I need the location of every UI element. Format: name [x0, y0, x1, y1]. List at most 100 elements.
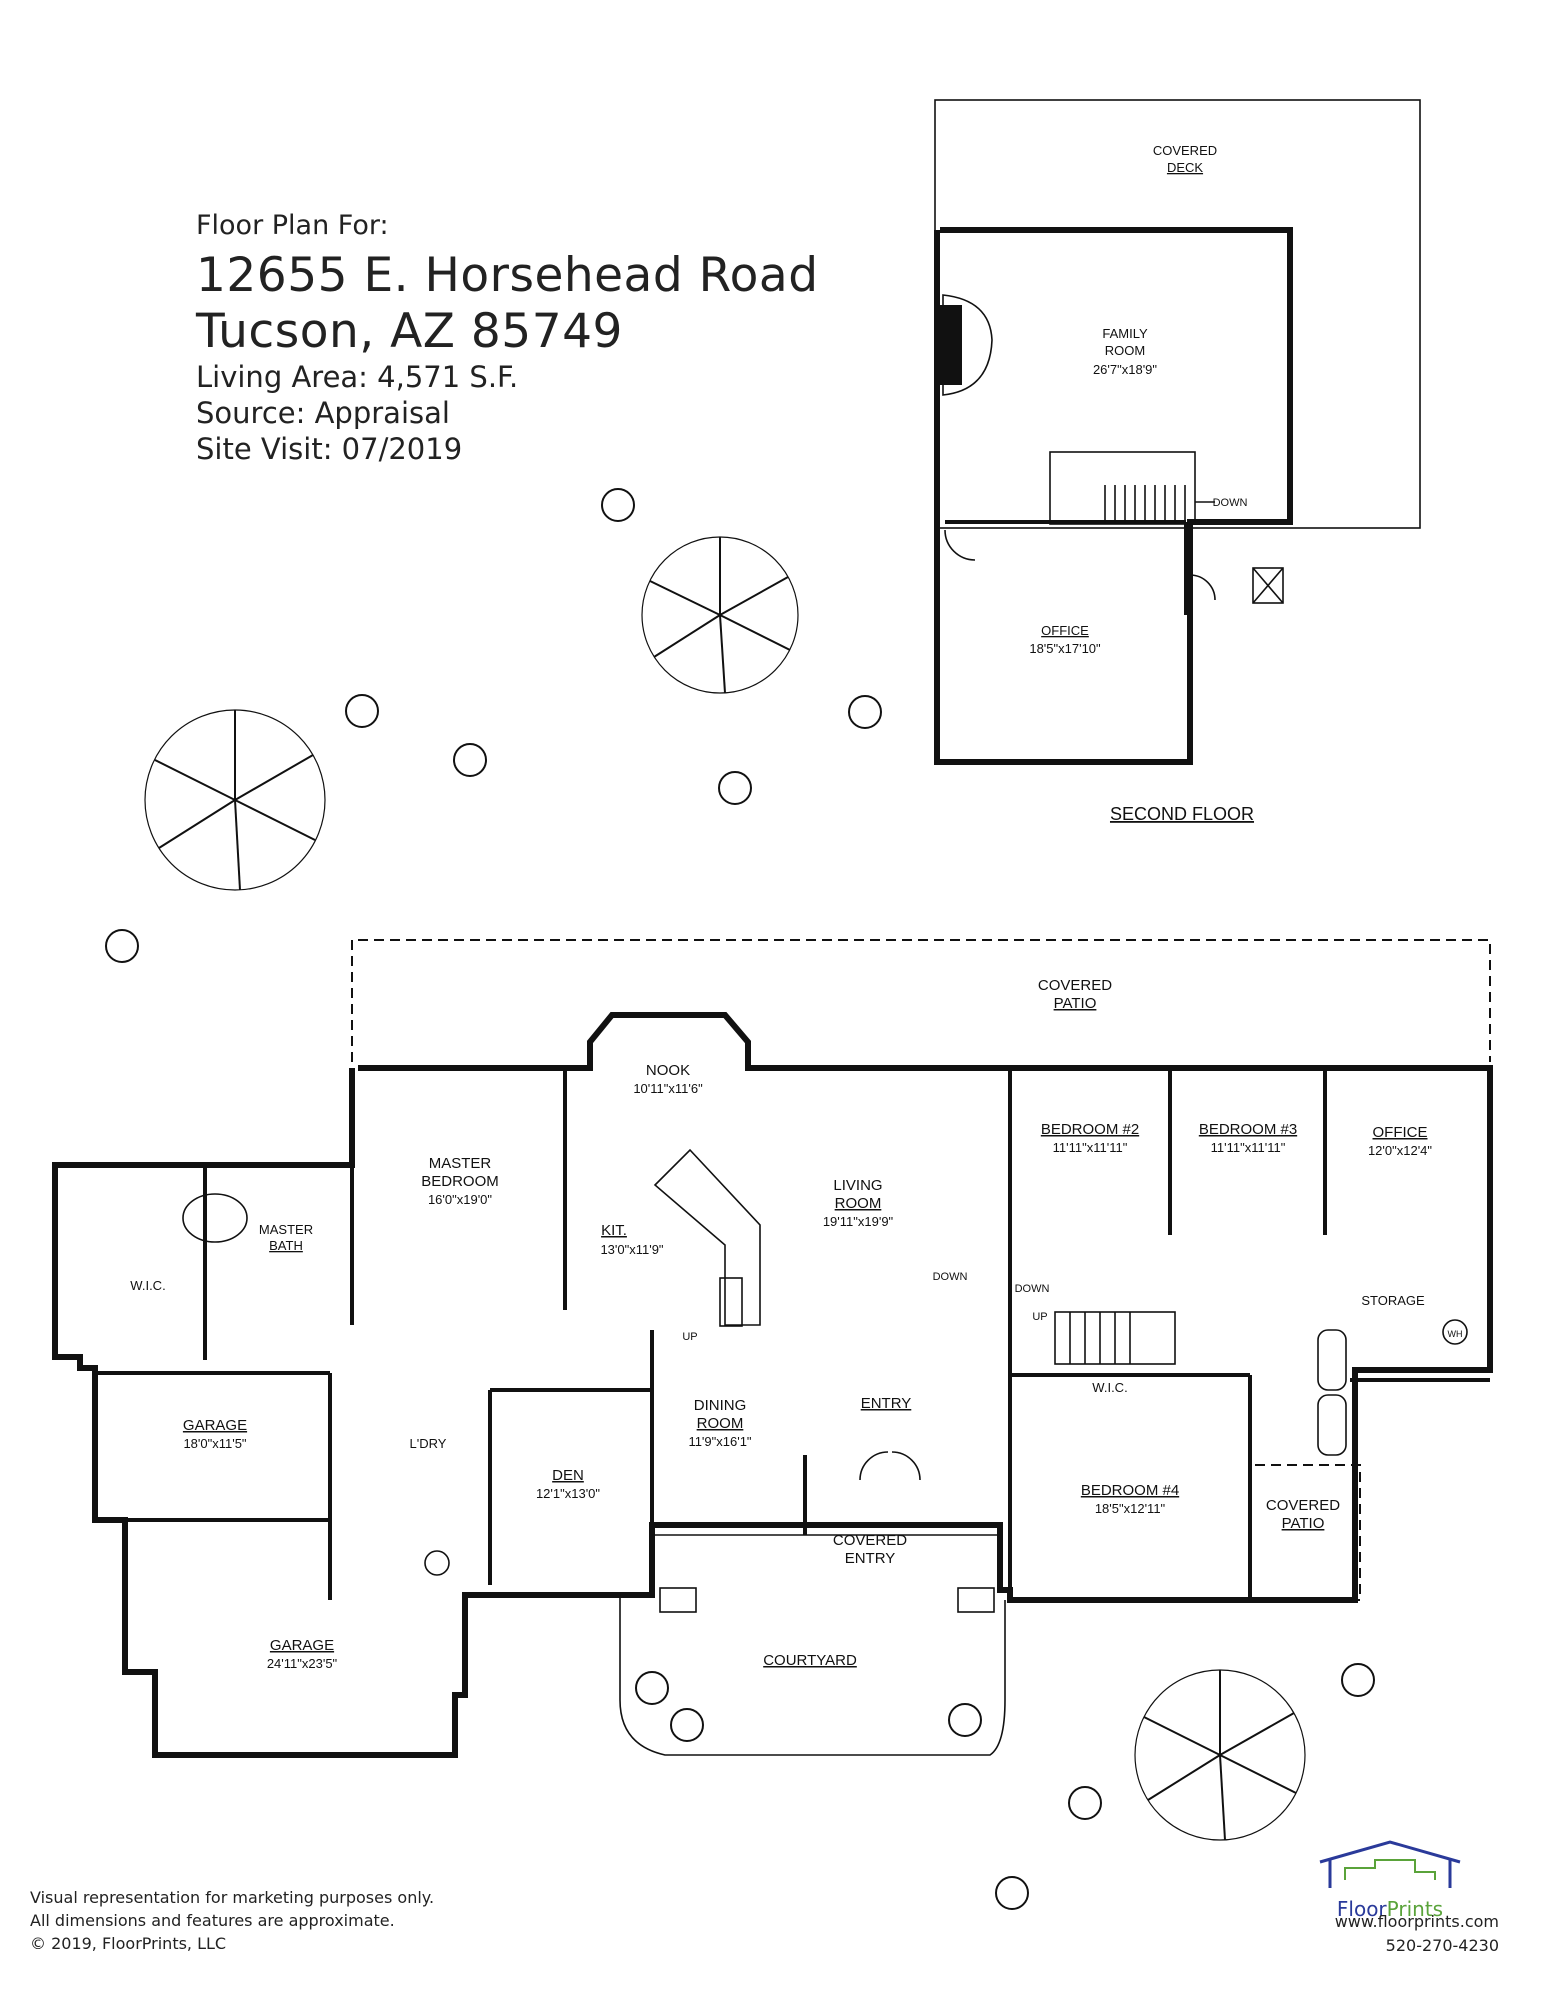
garage-large-label: GARAGE	[270, 1637, 334, 1654]
nook-label: NOOK	[646, 1062, 690, 1079]
down-label-1: DOWN	[933, 1271, 968, 1283]
shrub-icon	[635, 1671, 669, 1705]
family-room-label-2: ROOM	[1105, 343, 1145, 358]
garage-small-label: GARAGE	[183, 1417, 247, 1434]
den-label: DEN	[552, 1467, 584, 1484]
dining-room-label: DINING	[694, 1397, 747, 1414]
disclaimer-line-1: Visual representation for marketing purp…	[30, 1888, 435, 1907]
shrub-icon	[718, 771, 752, 805]
master-bath-label: MASTER	[259, 1222, 313, 1237]
bathtub-icon	[182, 1193, 248, 1243]
covered-entry-label-2: ENTRY	[845, 1550, 896, 1567]
logo-text: FloorPrints	[1336, 1897, 1444, 1921]
master-bedroom-size: 16'0"x19'0"	[428, 1192, 492, 1207]
down-label-2: DOWN	[1015, 1283, 1050, 1295]
wic-bed4-label: W.I.C.	[1092, 1380, 1127, 1395]
bedroom-4-label: BEDROOM #4	[1081, 1482, 1179, 1499]
tree-icon	[1134, 1669, 1306, 1841]
covered-patio-2-label-2: PATIO	[1282, 1515, 1325, 1532]
living-room-label: LIVING	[833, 1177, 882, 1194]
kitchen-island	[653, 1148, 761, 1326]
living-room-size: 19'11"x19'9"	[823, 1214, 894, 1229]
stair-treads	[1104, 485, 1215, 524]
family-room-label: FAMILY	[1102, 326, 1148, 341]
master-bedroom-label-2: BEDROOM	[421, 1173, 499, 1190]
master-bath-label-2: BATH	[269, 1238, 303, 1253]
bathtub-icon	[1317, 1394, 1347, 1456]
second-floor-plan: COVERED DECK FAMILY ROOM 26'7"x18'9" OFF…	[934, 99, 1421, 824]
den-size: 12'1"x13'0"	[536, 1486, 600, 1501]
covered-patio-label: COVERED	[1038, 977, 1112, 994]
garage-small-size: 18'0"x11'5"	[183, 1436, 246, 1451]
fireplace-icon	[942, 294, 993, 396]
storage-label: STORAGE	[1361, 1293, 1425, 1308]
second-floor-title: SECOND FLOOR	[1110, 804, 1254, 824]
covered-deck-label: COVERED	[1153, 143, 1217, 158]
water-heater-icon	[424, 1550, 450, 1576]
wh-label: WH	[1448, 1329, 1463, 1339]
first-floor-outer-walls	[52, 1012, 1493, 1758]
house-outline-icon	[1319, 1840, 1461, 1888]
plan-label: Floor Plan For:	[196, 210, 389, 241]
site-visit-date: Site Visit: 07/2019	[196, 432, 463, 466]
phone-number: 520-270-4230	[1385, 1936, 1499, 1955]
courtyard-outline	[619, 1595, 1006, 1756]
tree-icon	[144, 709, 326, 891]
living-area: Living Area: 4,571 S.F.	[196, 360, 519, 394]
tree-icons	[105, 488, 1375, 1910]
oven-icon	[719, 1277, 743, 1327]
down-label-2f: DOWN	[1213, 497, 1248, 509]
data-source: Source: Appraisal	[196, 396, 450, 430]
shrub-icon	[345, 694, 379, 728]
shrub-icon	[601, 488, 635, 522]
office-2f-size: 18'5"x17'10"	[1029, 641, 1101, 656]
shrub-icon	[948, 1703, 982, 1737]
laundry-label: L'DRY	[410, 1436, 447, 1451]
shrub-icon	[848, 695, 882, 729]
entry-label: ENTRY	[861, 1395, 912, 1412]
bathtub-icon	[1317, 1329, 1347, 1391]
office-door	[944, 529, 976, 561]
column-icon	[659, 1587, 697, 1613]
disclaimer-line-2: All dimensions and features are approxim…	[30, 1911, 395, 1930]
covered-patio-outline	[351, 939, 1491, 1062]
shrub-icon	[1341, 1663, 1375, 1697]
covered-patio-2-label: COVERED	[1266, 1497, 1340, 1514]
shrub-icon	[453, 743, 487, 777]
office-1f-label: OFFICE	[1373, 1124, 1428, 1141]
garage-large-size: 24'11"x23'5"	[267, 1656, 338, 1671]
covered-entry-label: COVERED	[833, 1532, 907, 1549]
address-line-1: 12655 E. Horsehead Road	[196, 248, 819, 303]
office-2f-label: OFFICE	[1041, 623, 1089, 638]
courtyard-label: COURTYARD	[763, 1652, 857, 1669]
shrub-icon	[670, 1708, 704, 1742]
first-floor-plan: COVERED PATIO NOOK 10'11"x11'6" MASTER B…	[52, 939, 1493, 1758]
stairs-icon	[1049, 451, 1196, 525]
covered-patio-label-2: PATIO	[1054, 995, 1097, 1012]
tree-icon	[641, 536, 799, 694]
address-line-2: Tucson, AZ 85749	[196, 304, 623, 359]
covered-patio-2-outline	[1255, 1464, 1361, 1601]
bedroom-3-label: BEDROOM #3	[1199, 1121, 1297, 1138]
up-label-2: UP	[1032, 1311, 1047, 1323]
living-room-label-2: ROOM	[835, 1195, 882, 1212]
shrub-icon	[1068, 1786, 1102, 1820]
floorprints-logo: FloorPrints	[1310, 1840, 1470, 1921]
shrub-icon	[105, 929, 139, 963]
website-link[interactable]: www.floorprints.com	[1334, 1912, 1499, 1931]
kitchen-size: 13'0"x11'9"	[600, 1242, 663, 1257]
bedroom-4-size: 18'5"x12'11"	[1095, 1501, 1166, 1516]
dining-room-size: 11'9"x16'1"	[688, 1434, 751, 1449]
hvac-icon	[1252, 567, 1284, 604]
second-floor-walls	[934, 227, 1293, 765]
master-bedroom-label: MASTER	[429, 1155, 492, 1172]
kitchen-label: KIT.	[601, 1222, 627, 1239]
bedroom-2-size: 11'11"x11'11"	[1053, 1140, 1128, 1155]
shrub-icon	[995, 1876, 1029, 1910]
column-icon	[957, 1587, 995, 1613]
wic-master-label: W.I.C.	[130, 1278, 165, 1293]
family-room-size: 26'7"x18'9"	[1093, 362, 1157, 377]
nook-size: 10'11"x11'6"	[633, 1081, 703, 1096]
dining-room-label-2: ROOM	[697, 1415, 744, 1432]
